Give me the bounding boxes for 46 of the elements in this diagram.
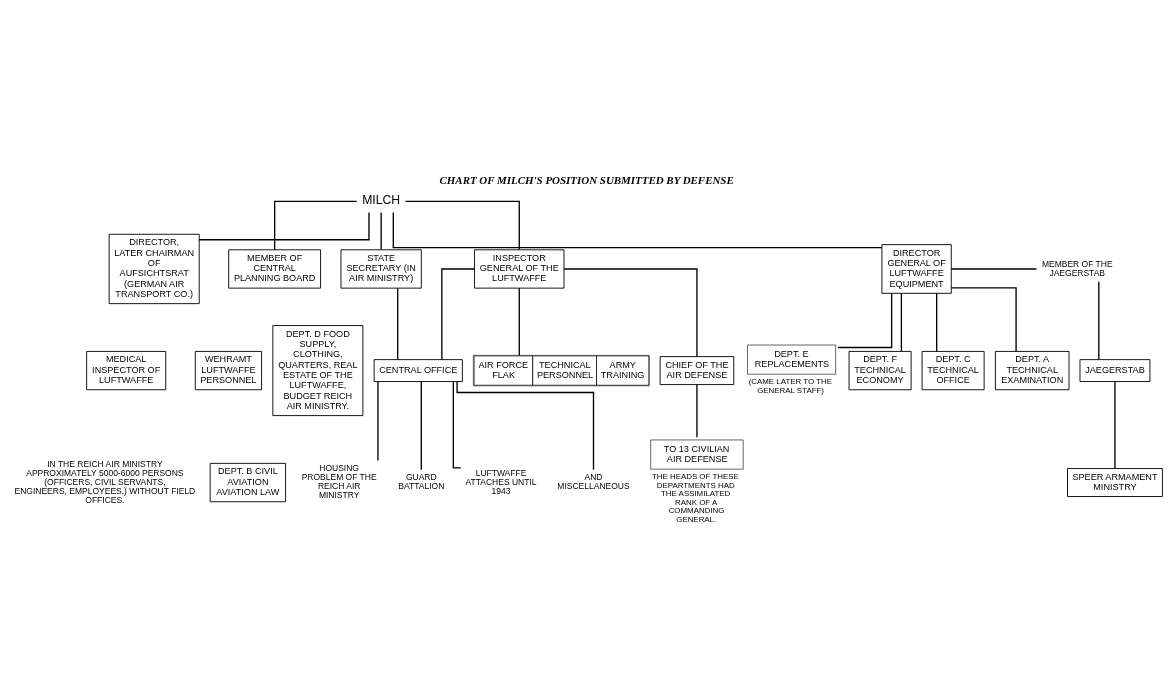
connector [404,200,520,250]
node-box: INSPECTOR GENERAL OF THE LUFTWAFFE [474,248,565,289]
node-text: LUFTWAFFE ATTACHES UNTIL 1943 [465,467,537,496]
connector [936,292,938,352]
connector [392,211,883,248]
connector [397,287,399,360]
connector [377,380,379,461]
connector [563,267,698,357]
node-text: AND MISCELLANEOUS [557,471,630,491]
node-box: WEHRAMT LUFTWAFFE PERSONNEL [194,350,263,390]
node-box: DEPT. A TECHNICAL EXAMINATION [994,350,1070,390]
node-text: MILCH [362,192,401,207]
node-box: STATE SECRETARY (IN AIR MINISTRY) [340,248,422,289]
connector [380,211,382,250]
connector [274,200,358,250]
node-box: MEDICAL INSPECTOR OF LUFTWAFFE [86,350,167,390]
node-box: DEPT. F TECHNICAL ECONOMY [848,350,912,390]
node-box: MEMBER OF CENTRAL PLANNING BOARD [228,248,322,289]
node-box: DIRECTOR, LATER CHAIRMAN OF AUFSICHTSRAT (GERMAN AIR TRANSPORT CO.) [108,233,200,304]
node-text: HOUSING PROBLEM OF THE REICH AIR MINISTRY [301,462,377,500]
connector [900,292,903,352]
connector [696,383,698,438]
node-box: CENTRAL OFFICE [373,358,463,382]
node-box: DEPT. B CIVIL AVIATION AVIATION LAW [209,462,287,502]
node-box: DEPT. C TECHNICAL OFFICE [921,350,985,390]
connector [198,211,370,240]
node-box: CHIEF OF THE AIR DEFENSE [659,355,735,385]
connector [1098,280,1100,360]
node-box: JAEGERSTAB [1079,358,1151,382]
node-box: DEPT. D FOOD SUPPLY, CLOTHING, QUARTERS, REAL ESTATE OF THE LUFTWAFFE, BUDGET REICH AIR MINISTRY. [272,324,364,416]
node-box: SPEER ARMAMENT MINISTRY [1067,467,1163,497]
node-text: MEMBER OF THE JAEGERSTAB [1041,258,1113,278]
connector [950,267,1038,270]
label: IN THE REICH AIR MINISTRY APPROXIMATELY 5000-6000 PERSONS (OFFICERS, CIVIL SERVANTS, ENGINEERS, EMPLOYEES,) WITHOUT FIELD OFFICES. [14,458,196,505]
node-box: TO 13 CIVILIAN AIR DEFENSE [650,439,744,469]
node-text: GUARD BATTALION [398,471,445,491]
node-box: DIRECTOR GENERAL OF LUFTWAFFE EQUIPMENT [881,243,952,294]
connector [837,292,893,348]
connector [1114,380,1116,469]
connector [456,380,595,470]
connector [950,286,1017,352]
diagram-title: CHART OF MILCH'S POSITION SUBMITTED BY DEFENSE [439,173,734,186]
connector [441,267,476,360]
connector [420,380,422,470]
connector [518,287,520,356]
node-box: DEPT. E REPLACEMENTS [747,344,836,375]
